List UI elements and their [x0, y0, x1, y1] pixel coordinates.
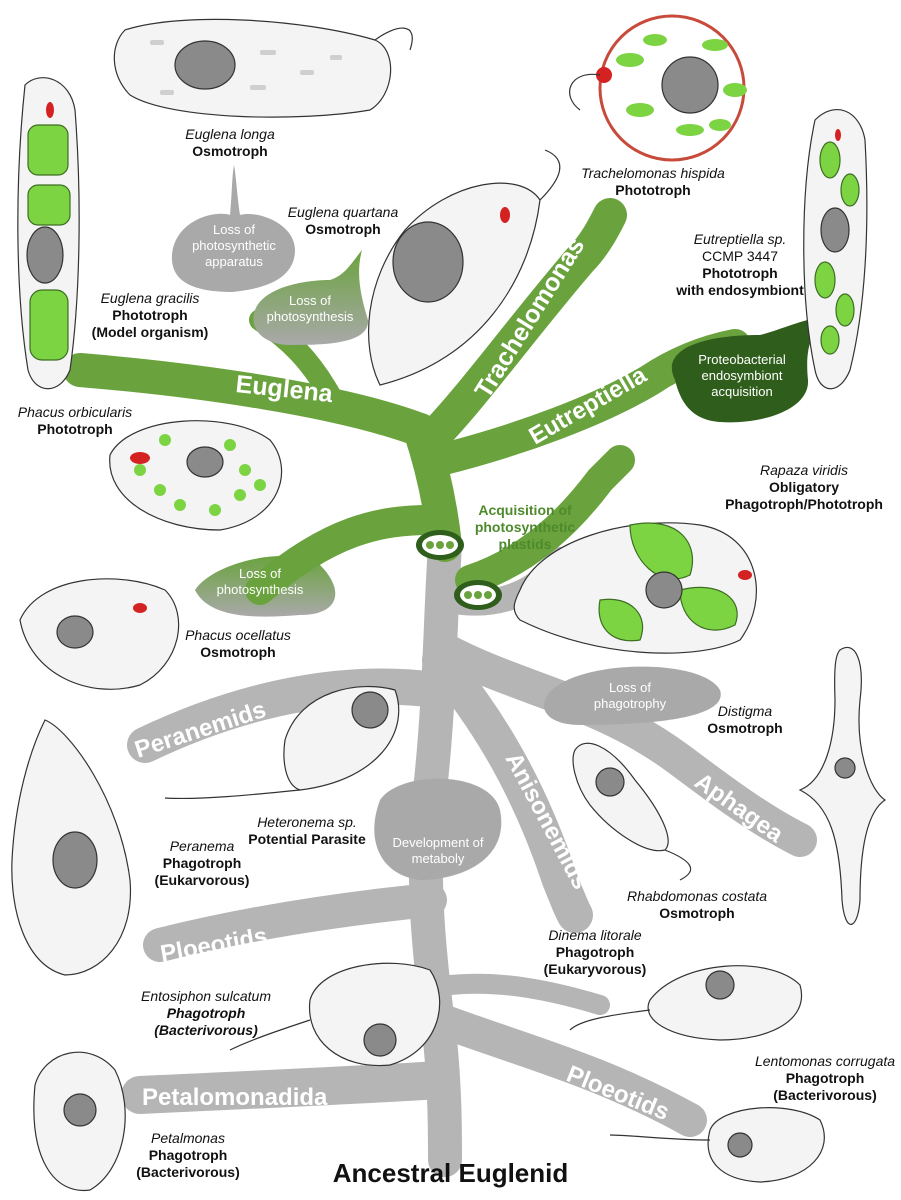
trophy: Phototroph with endosymbiont: [676, 265, 804, 298]
branch-aphagea: [428, 633, 817, 857]
bubble-apparatus: [171, 165, 295, 292]
label-distigma: Distigma Osmotroph: [695, 703, 795, 737]
label-rhabdomonas: Rhabdomonas costata Osmotroph: [622, 888, 772, 922]
label-peranema: Peranema Phagotroph (Eukarvorous): [142, 838, 262, 889]
branch-peranemids: [127, 668, 453, 763]
species-name: Phacus orbicularis: [17, 404, 133, 420]
bubble-loss-euglena: [253, 250, 369, 345]
species-name: Entosiphon sulcatum: [141, 988, 271, 1004]
label-dinema: Dinema litorale Phagotroph (Eukaryvorous…: [530, 927, 660, 978]
species-name: Eutreptiella sp.: [693, 231, 787, 247]
species-name: Petalmonas: [151, 1130, 225, 1146]
species-name: Euglena gracilis: [100, 290, 200, 306]
event-loss-photosynthesis-euglena: Loss of photosynthesis: [266, 293, 354, 324]
species-name: Euglena longa: [185, 126, 275, 142]
species-name: Heteronema sp.: [257, 814, 357, 830]
label-rapaza-viridis: Rapaza viridis Obligatory Phagotroph/Pho…: [710, 462, 898, 513]
event-proteobacterial: Proteobacterial endosymbiont acquisition: [698, 352, 786, 399]
peranema-drawing: [11, 719, 132, 976]
label-phacus-orbicularis: Phacus orbicularis Phototroph: [0, 404, 150, 438]
label-euglena-gracilis: Euglena gracilis Phototroph (Model organ…: [80, 290, 220, 341]
petalmonas-drawing: [33, 1051, 126, 1192]
trophy: Phototroph: [37, 421, 113, 437]
rhabdomonas-drawing: [572, 742, 692, 881]
species-name: Dinema litorale: [548, 927, 642, 943]
trophy: Osmotroph: [707, 720, 783, 736]
branch-phacus: [245, 505, 445, 605]
eutreptiella-drawing: [803, 109, 868, 390]
trophy: Phototroph: [615, 182, 691, 198]
dinema-drawing: [569, 965, 803, 1041]
species-name: Peranema: [169, 838, 235, 854]
species-name: Rapaza viridis: [760, 462, 848, 478]
species-name: Euglena quartana: [287, 204, 399, 220]
bubble-proteobacterial: [671, 315, 830, 423]
branch-dinema: [440, 973, 610, 1015]
species-name: Distigma: [717, 703, 773, 719]
gray-tree: [121, 528, 817, 1177]
distigma-drawing: [798, 647, 887, 925]
branch-euglena: [63, 353, 437, 447]
label-petalmonas: Petalmonas Phagotroph (Bacterivorous): [128, 1130, 248, 1181]
euglena-longa-drawing: [113, 18, 413, 118]
euglena-quartana-drawing: [367, 149, 561, 386]
event-loss-photosynthesis-phacus: Loss of photosynthesis: [216, 566, 304, 597]
trophy: Potential Parasite: [248, 831, 366, 847]
branch-ploeotids-left: [143, 883, 447, 962]
event-acquisition-plastids: Acquisition of photosynthetic plastids: [474, 502, 576, 552]
strain: CCMP 3447: [701, 248, 778, 264]
branch-petalomonadida: [121, 1061, 459, 1114]
event-loss-apparatus: Loss of photosynthetic apparatus: [192, 222, 276, 269]
green-bubbles: [171, 165, 830, 423]
bubble-phagotrophy: [544, 666, 721, 725]
trachelomonas-drawing: [569, 14, 747, 162]
clade-petalomonadida: Petalomonadida: [142, 1084, 328, 1111]
organism-drawings: [11, 14, 887, 1192]
trophy: Osmotroph: [305, 221, 381, 237]
species-name: Phacus ocellatus: [185, 627, 291, 643]
phacus-orbicularis-drawing: [109, 420, 283, 531]
rapaza-drawing: [513, 522, 757, 654]
label-eutreptiella: Eutreptiella sp. CCMP 3447 Phototroph wi…: [660, 231, 820, 299]
trophy: Phagotroph (Bacterivorous): [136, 1147, 240, 1180]
phacus-ocellatus-drawing: [19, 578, 180, 690]
diagram-title: Ancestral Euglenid: [332, 1158, 569, 1188]
event-metaboly: Development of metaboly: [392, 835, 484, 866]
label-heteronema: Heteronema sp. Potential Parasite: [232, 814, 382, 848]
trophy: Osmotroph: [192, 143, 268, 159]
euglena-gracilis-drawing: [17, 77, 80, 390]
trophy: Phototroph (Model organism): [91, 307, 209, 340]
trophy: Phagotroph (Bacterivorous): [773, 1070, 877, 1103]
lentomonas-drawing: [609, 1107, 825, 1183]
plastid-symbols: [416, 530, 502, 610]
species-name: Trachelomonas hispida: [581, 165, 725, 181]
trophy: Osmotroph: [200, 644, 276, 660]
entosiphon-drawing: [229, 962, 441, 1067]
label-euglena-quartana: Euglena quartana Osmotroph: [283, 204, 403, 238]
trophy: Osmotroph: [659, 905, 735, 921]
species-name: Lentomonas corrugata: [754, 1053, 896, 1069]
trophy: Phagotroph (Eukaryvorous): [543, 944, 647, 977]
trophy: Phagotroph (Bacterivorous): [154, 1005, 258, 1038]
event-loss-phagotrophy: Loss of phagotrophy: [593, 680, 667, 711]
branch-rapaza: [455, 445, 635, 595]
heteronema-drawing: [164, 685, 400, 800]
branch-trachelomonas: [413, 198, 627, 457]
trophy: Obligatory Phagotroph/Phototroph: [725, 479, 883, 512]
branch-anisonemids: [422, 642, 593, 933]
label-lentomonas: Lentomonas corrugata Phagotroph (Bacteri…: [750, 1053, 900, 1104]
bubble-metaboly: [374, 778, 502, 880]
trophy: Phagotroph (Eukarvorous): [154, 855, 250, 888]
branch-ploeotids-right: [423, 1003, 707, 1137]
label-entosiphon: Entosiphon sulcatum Phagotroph (Bacteriv…: [126, 988, 286, 1039]
species-name: Rhabdomonas costata: [626, 888, 768, 904]
label-euglena-longa: Euglena longa Osmotroph: [160, 126, 300, 160]
label-phacus-ocellatus: Phacus ocellatus Osmotroph: [168, 627, 308, 661]
label-trachelomonas-hispida: Trachelomonas hispida Phototroph: [568, 165, 738, 199]
